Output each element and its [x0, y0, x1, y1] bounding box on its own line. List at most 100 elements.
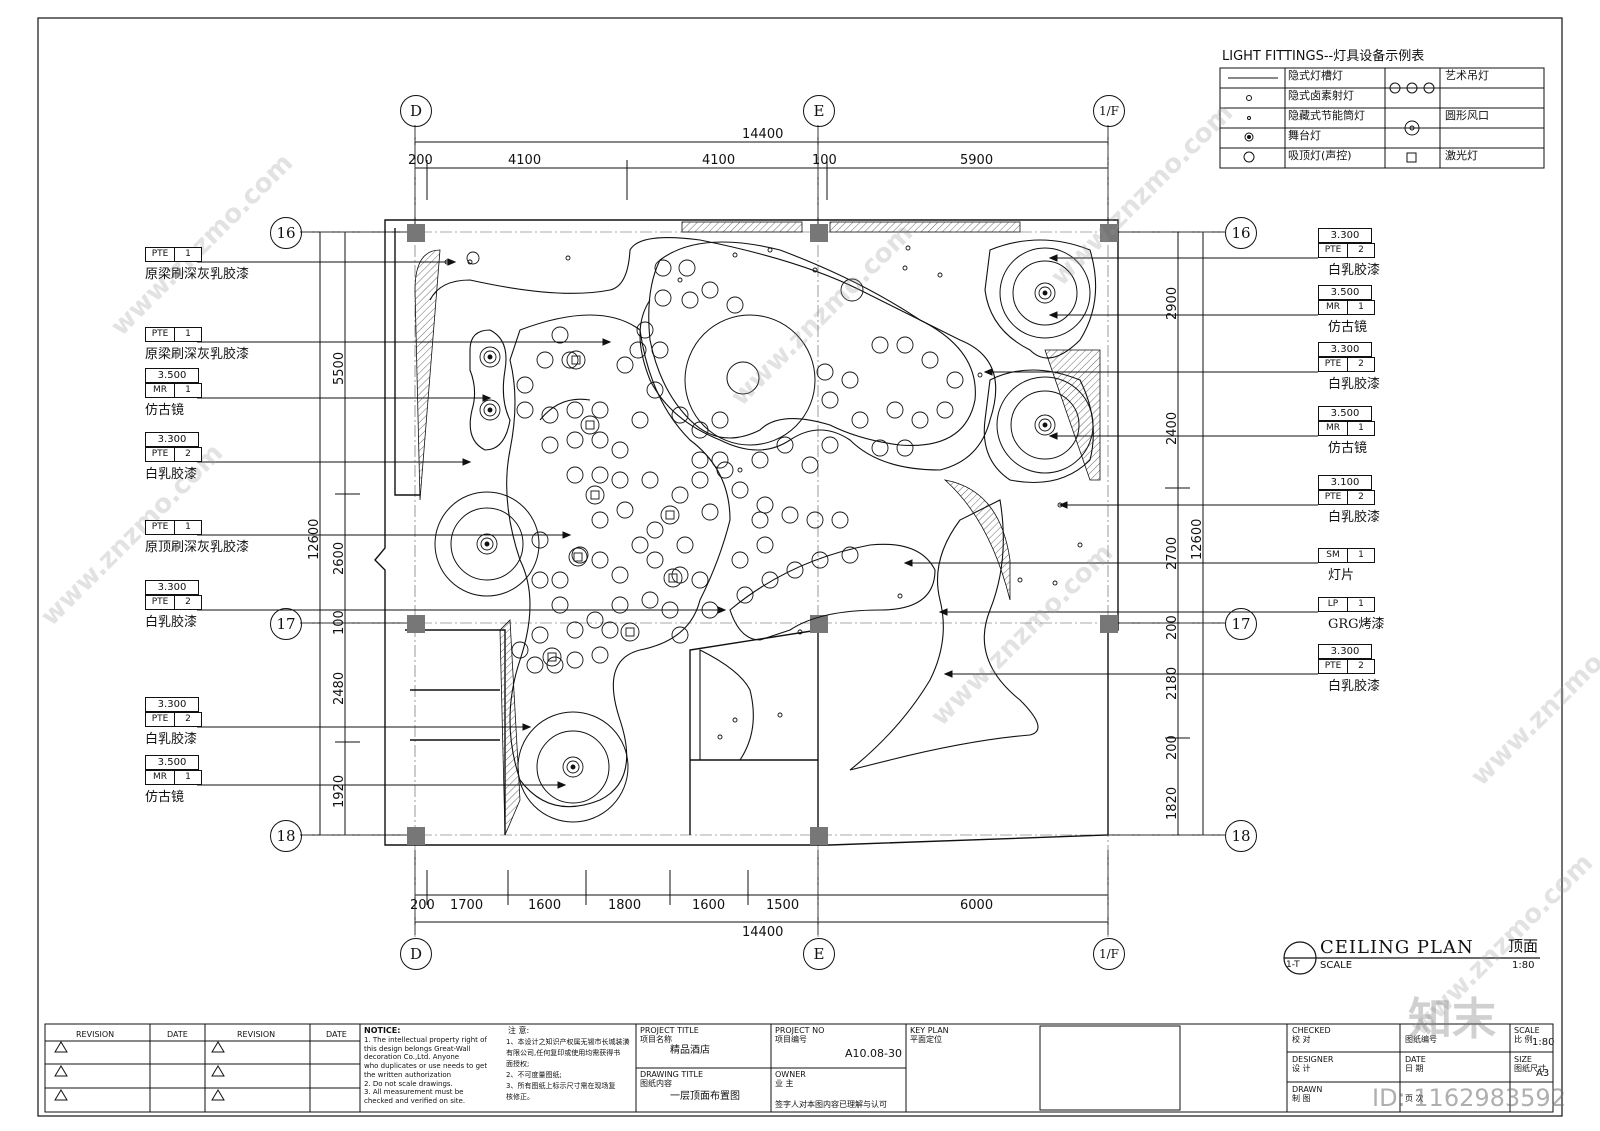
- legend-item-label: 隐式灯槽灯: [1288, 69, 1343, 82]
- tb-size-label: SIZE: [1514, 1055, 1532, 1064]
- hatched-regions: [414, 221, 1101, 836]
- ceiling-light: [566, 651, 584, 669]
- material-code: PTE: [1319, 244, 1348, 257]
- note-line: 有限公司,任何复印或使用均需获得书: [506, 1049, 621, 1057]
- material-number: 1: [1358, 302, 1364, 312]
- laser-light-ring: [585, 485, 605, 505]
- tb-drawing-title: DRAWING TITLE: [640, 1070, 704, 1079]
- tb-scale-cn: 比 例: [1514, 1035, 1533, 1044]
- ceiling-light: [886, 401, 904, 419]
- tb-project-no: PROJECT NO: [775, 1026, 825, 1035]
- ceiling-light: [591, 551, 609, 569]
- grid-bubble-top-d: D: [400, 95, 432, 127]
- grid-bubble-left-16: 16: [270, 217, 302, 249]
- downlight: [767, 247, 773, 253]
- ceiling-light: [911, 411, 929, 429]
- ceiling-light: [786, 561, 804, 579]
- dim-right: 2180: [1165, 666, 1180, 700]
- ceiling-light: [631, 536, 649, 554]
- laser-light: [665, 510, 675, 520]
- ceiling-light: [841, 371, 859, 389]
- grid-bubble-top-1f: 1/F: [1093, 95, 1125, 127]
- material-code: PTE: [1319, 660, 1348, 673]
- dim-left: 2480: [332, 671, 347, 705]
- ceiling-light: [631, 411, 649, 429]
- ceiling-light: [751, 511, 769, 529]
- ceiling-light: [646, 551, 664, 569]
- ceiling-light: [516, 401, 534, 419]
- material-code: MR: [146, 384, 175, 397]
- ceiling-light: [611, 596, 629, 614]
- material-code: PTE: [146, 448, 175, 461]
- tb-page-cn: 页 次: [1405, 1094, 1424, 1103]
- material-number: 2: [185, 597, 191, 607]
- material-label: GRG烤漆: [1328, 617, 1385, 632]
- elevation-tag: 3.300: [1318, 644, 1372, 659]
- downlight: [737, 467, 743, 473]
- elevation-tag: 3.500: [1318, 285, 1372, 300]
- leader-arrow: [1048, 254, 1058, 262]
- tb-project-name: 精品酒店: [670, 1045, 710, 1056]
- ceiling-light: [551, 326, 569, 344]
- ceiling-light: [511, 641, 529, 659]
- material-label: 白乳胶漆: [145, 732, 198, 747]
- plan-code: 1-T: [1286, 960, 1300, 970]
- material-label: 原梁刷深灰乳胶漆: [145, 267, 250, 282]
- dim-bottom-total: 14400: [742, 925, 784, 940]
- material-code: PTE: [146, 248, 175, 261]
- stage-light: [479, 346, 501, 368]
- laser-light-ring: [568, 547, 588, 567]
- leader-arrow: [522, 723, 532, 731]
- stage-light: [1038, 418, 1052, 432]
- stage-light: [476, 533, 498, 555]
- ceiling-light: [531, 571, 549, 589]
- grid-bubble-right-16: 16: [1225, 217, 1257, 249]
- legend-item-label: 吸顶灯(声控): [1288, 149, 1352, 162]
- grid-bubble-right-17: 17: [1225, 608, 1257, 640]
- notice-line: this design belongs Great-Wall: [364, 1044, 471, 1053]
- legend-item-label: 隐藏式节能筒灯: [1288, 109, 1365, 122]
- notice-line: 3. All measurement must be: [364, 1088, 464, 1097]
- elevation-tag: 3.100: [1318, 475, 1372, 490]
- stage-light: [484, 541, 490, 547]
- material-code: PTE: [146, 328, 175, 341]
- plan-title-cn: 顶面: [1508, 937, 1539, 955]
- ceiling-light: [641, 471, 659, 489]
- material-label: 仿古镜: [1328, 320, 1368, 335]
- tb-project-no-cn: 项目编号: [775, 1035, 807, 1044]
- material-label: 白乳胶漆: [145, 467, 198, 482]
- dim-top: 5900: [960, 153, 994, 168]
- light-fixtures: [444, 245, 1083, 778]
- ceiling-light: [566, 431, 584, 449]
- laser-light: [547, 652, 557, 662]
- ceiling-light: [681, 291, 699, 309]
- material-label: 仿古镜: [145, 403, 185, 418]
- grid-bubble-left-17: 17: [270, 608, 302, 640]
- stage-light: [570, 764, 576, 770]
- tb-drawing-title-cn: 图纸内容: [640, 1079, 672, 1088]
- legend-item-label: 舞台灯: [1288, 129, 1321, 142]
- material-number: 1: [1358, 599, 1364, 609]
- ceiling-light: [691, 571, 709, 589]
- ceiling-light: [841, 546, 859, 564]
- material-number: 2: [185, 714, 191, 724]
- material-label: 白乳胶漆: [1328, 510, 1381, 525]
- downlight: [1017, 577, 1023, 583]
- dim-top: 4100: [508, 153, 542, 168]
- laser-light: [585, 420, 595, 430]
- ceiling-light: [616, 356, 634, 374]
- brand-watermark: 知末: [1408, 994, 1496, 1045]
- laser-light: [571, 355, 581, 365]
- legend-title: LIGHT FITTINGS--灯具设备示例表: [1222, 49, 1425, 64]
- tb-notice-title: NOTICE:: [364, 1026, 401, 1035]
- laser-light-ring: [580, 415, 600, 435]
- ceiling-light: [756, 536, 774, 554]
- large-ceiling-circles: [434, 247, 1094, 823]
- note-line: 面授权;: [506, 1060, 530, 1068]
